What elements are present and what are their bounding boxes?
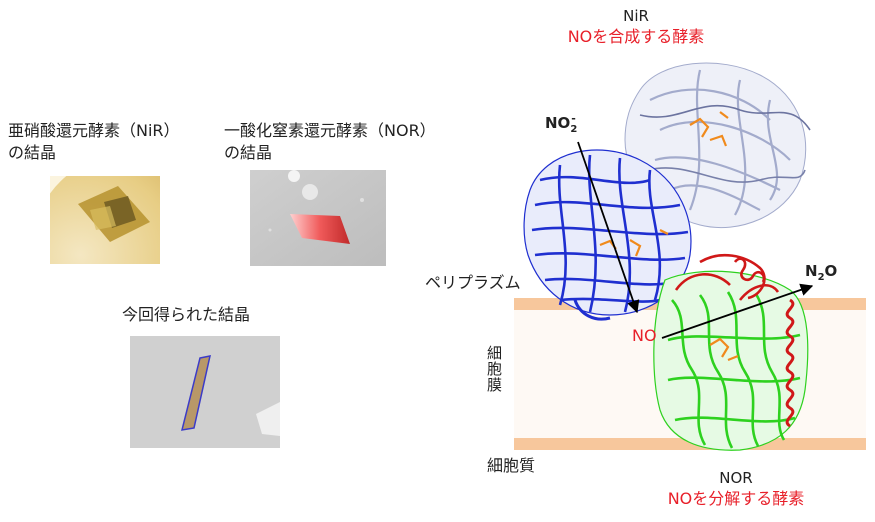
nor-green-subunit bbox=[653, 270, 809, 451]
nor-title: NOR bbox=[719, 469, 753, 487]
nor-title-block: NOR NOを分解する酵素 bbox=[636, 468, 836, 510]
membrane-bottom-band bbox=[514, 438, 866, 450]
periplasm-label: ペリプラズム bbox=[425, 273, 521, 292]
n2o-label: N2O bbox=[805, 262, 838, 283]
nor-crystal-photo bbox=[250, 170, 386, 266]
no-to-n2o-arrow bbox=[661, 283, 814, 339]
no2-label: NO2- bbox=[545, 112, 578, 135]
nir-crystal-label: 亜硝酸還元酵素（NiR） の結晶 bbox=[8, 121, 180, 162]
new-crystal-photo bbox=[130, 336, 280, 448]
cofactors bbox=[599, 111, 739, 362]
nor-subtitle: NOを分解する酵素 bbox=[667, 489, 805, 508]
membrane-label: 細胞膜 bbox=[485, 345, 503, 393]
no2-to-no-arrow bbox=[577, 141, 640, 314]
nir-subtitle: NOを合成する酵素 bbox=[567, 27, 705, 46]
nir-title-block: NiR NOを合成する酵素 bbox=[536, 6, 736, 48]
nor-red-subunit bbox=[674, 253, 795, 428]
no-label: NO bbox=[632, 326, 657, 345]
cytoplasm-label: 細胞質 bbox=[487, 456, 536, 475]
nor-crystal-label: 一酸化窒素還元酵素（NOR） の結晶 bbox=[224, 121, 436, 162]
nir-crystal-photo bbox=[50, 176, 160, 264]
new-crystal-label: 今回得られた結晶 bbox=[122, 305, 251, 324]
nir-title: NiR bbox=[623, 7, 649, 25]
